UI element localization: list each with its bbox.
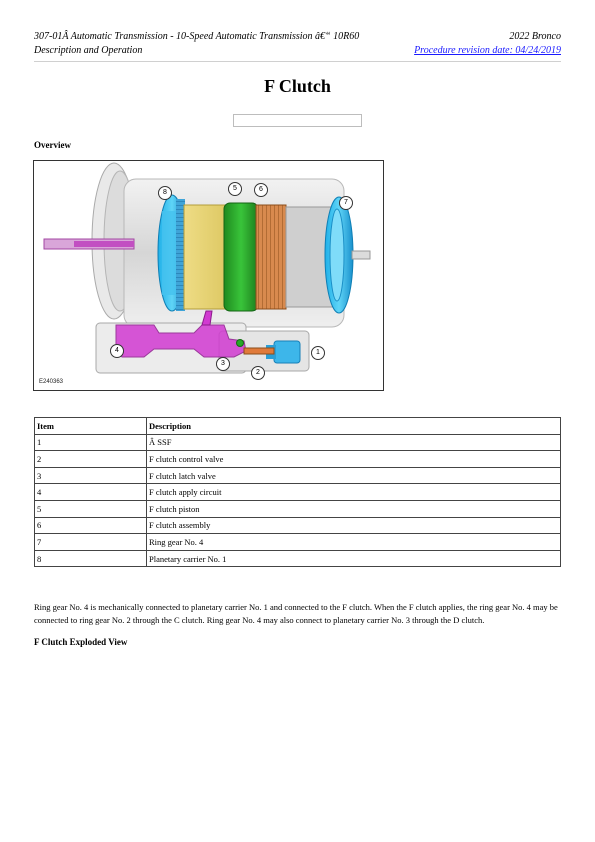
transmission-illustration: 8 5 6 7 4 3 2 1 E240363 xyxy=(33,160,384,391)
item-number: 1 xyxy=(34,433,147,452)
item-description: F clutch assembly xyxy=(146,516,561,535)
exploded-view-heading: F Clutch Exploded View xyxy=(34,637,128,647)
item-description: F clutch apply circuit xyxy=(146,483,561,501)
table-header-row: Item Description xyxy=(34,417,561,435)
search-box[interactable] xyxy=(233,114,362,127)
page-title: F Clutch xyxy=(264,76,331,96)
callout-5: 5 xyxy=(228,182,242,196)
column-header-description: Description xyxy=(146,417,561,435)
item-number: 2 xyxy=(34,450,147,468)
callout-2: 2 xyxy=(251,366,265,380)
item-description: F clutch piston xyxy=(146,499,561,518)
item-description: Planetary carrier No. 1 xyxy=(146,549,561,568)
callout-8: 8 xyxy=(158,186,172,200)
column-header-item: Item xyxy=(34,417,147,435)
document-title: 307-01Â Automatic Transmission - 10-Spee… xyxy=(34,31,360,42)
callout-6: 6 xyxy=(254,183,268,197)
figure-id: E240363 xyxy=(39,379,64,385)
callout-4: 4 xyxy=(110,344,124,358)
callout-7: 7 xyxy=(339,196,353,210)
cutaway-diagram xyxy=(43,162,371,374)
section-name: Description and Operation xyxy=(34,45,143,56)
revision-date-link[interactable]: Procedure revision date: 04/24/2019 xyxy=(414,45,561,56)
callout-3: 3 xyxy=(216,357,230,371)
header-divider xyxy=(34,61,561,62)
item-description: F clutch control valve xyxy=(146,450,561,468)
item-number: 4 xyxy=(34,483,147,501)
description-paragraph: Ring gear No. 4 is mechanically connecte… xyxy=(34,602,558,625)
item-description: Â SSF xyxy=(146,433,561,452)
item-number: 6 xyxy=(34,516,147,535)
item-number: 3 xyxy=(34,466,147,485)
item-number: 8 xyxy=(34,549,147,568)
overview-heading: Overview xyxy=(34,140,71,150)
item-number: 5 xyxy=(34,499,147,518)
callout-1: 1 xyxy=(311,346,325,360)
item-number: 7 xyxy=(34,533,147,551)
vehicle-model: 2022 Bronco xyxy=(509,31,561,42)
item-description: Ring gear No. 4 xyxy=(146,533,561,551)
item-description: F clutch latch valve xyxy=(146,466,561,485)
